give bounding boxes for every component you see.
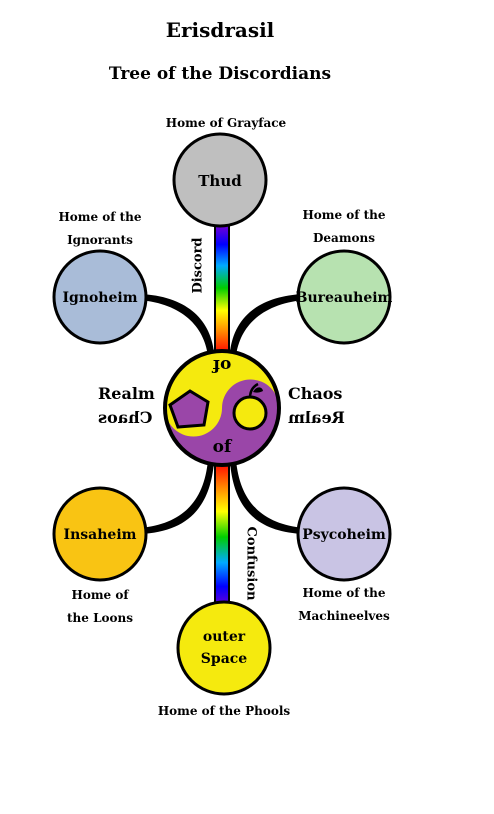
upper-rainbow-trunk — [214, 221, 230, 355]
upper-branches — [140, 294, 304, 356]
node-outer-space: outer Space — [176, 600, 272, 696]
center-chaos-symbol — [163, 349, 281, 467]
caption-ignoheim: Home of the Ignorants — [58, 210, 142, 247]
center-left-label: Realm — [98, 384, 155, 403]
golden-apple-icon — [232, 395, 268, 431]
caption-psycoheim: Home of the Machineelves — [298, 586, 390, 623]
node-psycoheim: Psycoheim — [296, 486, 392, 582]
caption-thud: Home of Grayface — [165, 116, 287, 130]
node-thud: Thud — [172, 132, 268, 228]
diagram-subtitle: Tree of the Discordians — [108, 64, 332, 84]
lower-rainbow-trunk — [214, 461, 230, 613]
node-insaheim: Insaheim — [52, 486, 148, 582]
node-thud-label: Thud — [198, 172, 242, 190]
node-outer-space-label-line2: Space — [201, 651, 247, 667]
lower-trunk-label: Confusion — [243, 526, 259, 601]
center-right-mirrored-label: Realm — [288, 408, 345, 427]
lower-branches — [140, 460, 304, 534]
node-ignoheim: Ignoheim — [52, 249, 148, 345]
node-psycoheim-label: Psycoheim — [302, 527, 386, 543]
center-left-mirrored-label: Chaos — [98, 408, 153, 427]
pentagon-icon — [168, 389, 210, 429]
upper-trunk-label: Discord — [190, 237, 206, 294]
node-bureauheim-label: Bureauheim — [296, 290, 393, 306]
center-right-label: Chaos — [288, 384, 343, 403]
node-insaheim-label: Insaheim — [64, 527, 137, 543]
node-outer-space-label-line1: outer — [203, 629, 246, 645]
diagram-title: Erisdrasil — [165, 18, 275, 42]
caption-bureauheim: Home of the Deamons — [302, 208, 386, 245]
node-ignoheim-label: Ignoheim — [62, 290, 137, 306]
caption-insaheim: Home of the Loons — [66, 588, 133, 625]
center-top-of: of — [211, 355, 231, 375]
center-bottom-of: of — [213, 437, 233, 457]
caption-outer-space: Home of the Phools — [157, 704, 291, 718]
node-bureauheim: Bureauheim — [296, 249, 393, 345]
